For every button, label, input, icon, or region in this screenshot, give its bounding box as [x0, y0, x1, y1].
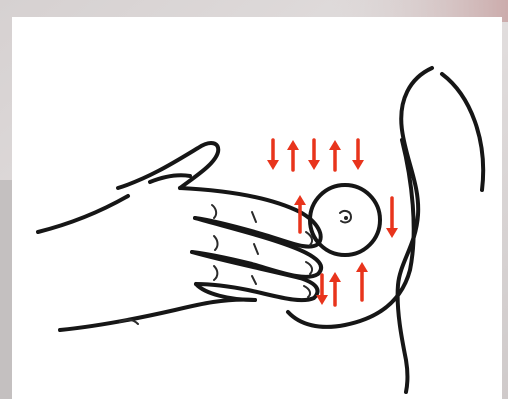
areola-circle	[310, 185, 380, 255]
arrow-up-3	[329, 140, 341, 170]
arrow-down-6	[386, 198, 398, 238]
arrow-down-2	[308, 140, 320, 170]
arrow-up-x0	[356, 262, 368, 300]
arrow-up-1	[287, 140, 299, 170]
arrow-down-0	[267, 140, 279, 170]
arrow-up-7	[329, 272, 341, 305]
arrow-down-4	[352, 140, 364, 170]
hand-illustration	[38, 143, 321, 330]
